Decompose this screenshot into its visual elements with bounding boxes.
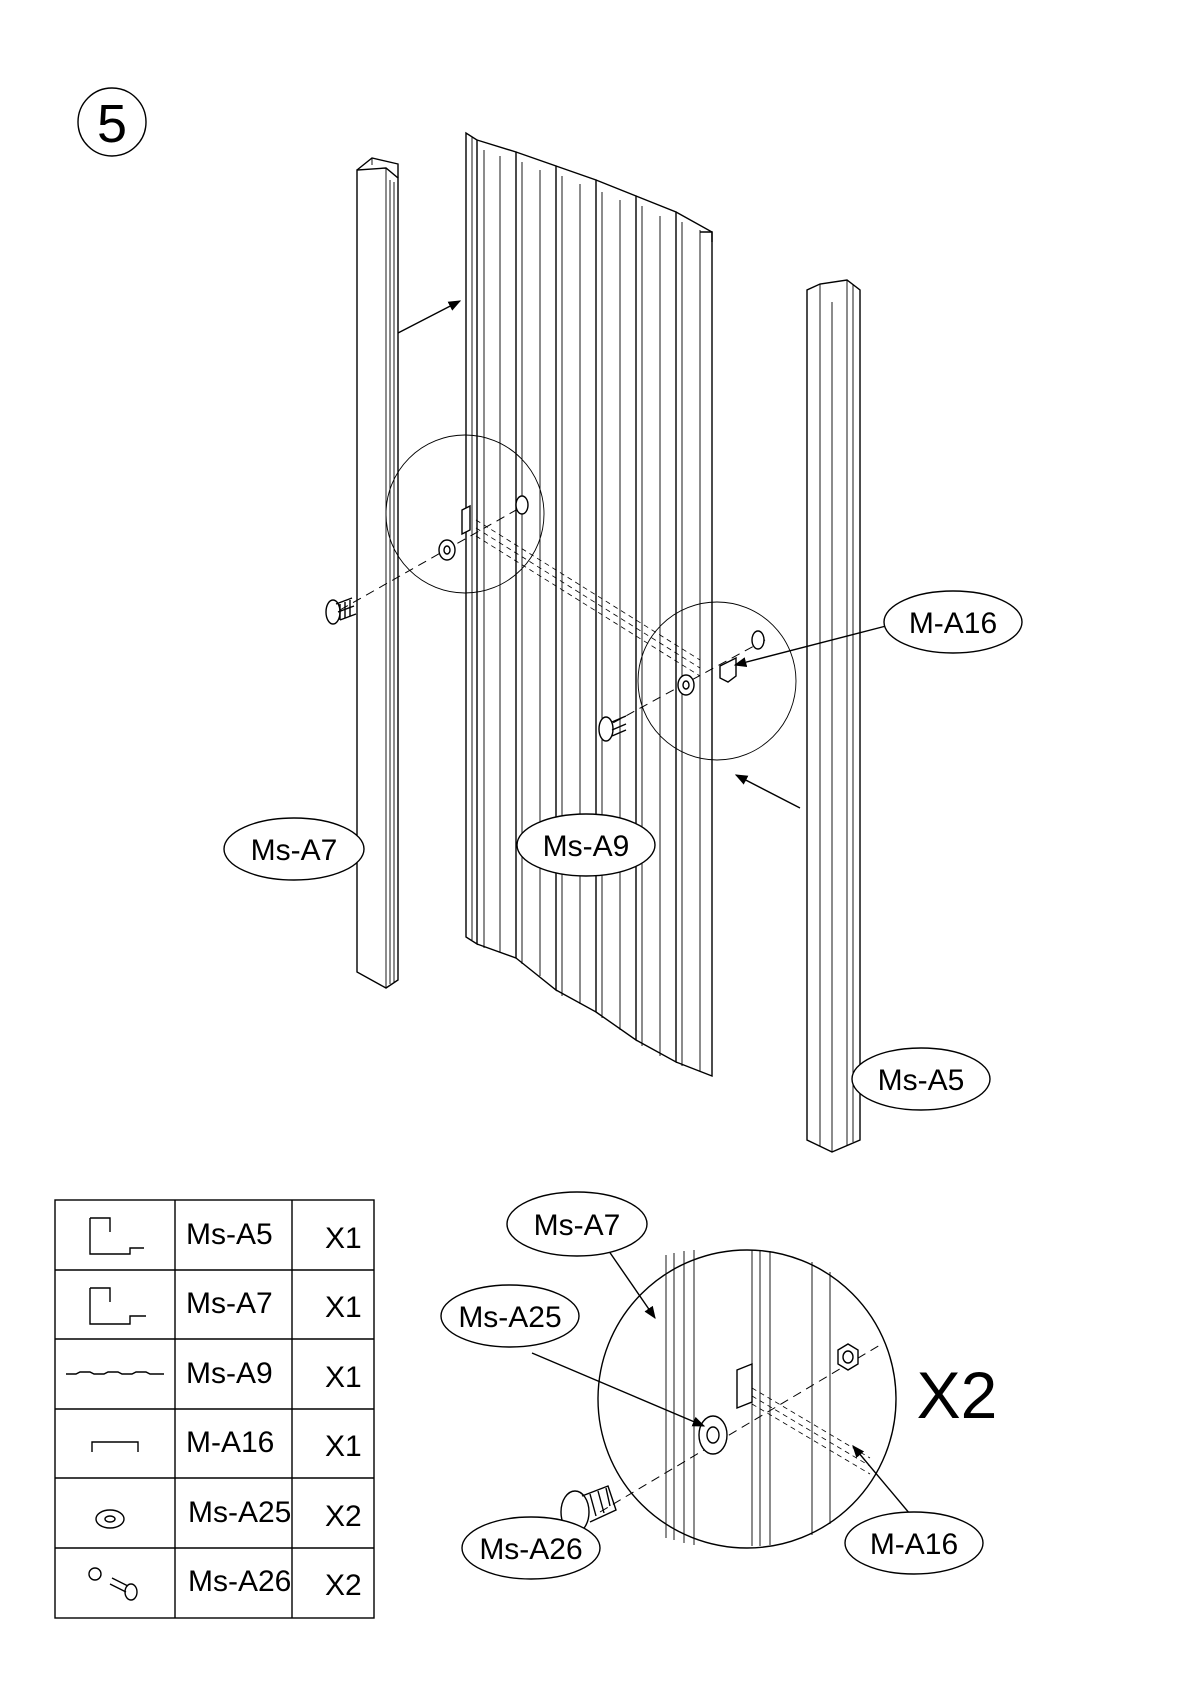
callout-label: Ms-A5: [878, 1064, 965, 1097]
part-qty: X1: [325, 1222, 362, 1255]
callout-ms-a5: Ms-A5: [852, 1048, 990, 1110]
callout-label: Ms-A25: [458, 1301, 561, 1334]
part-label: Ms-A26: [188, 1565, 291, 1598]
part-qty: X2: [325, 1569, 362, 1602]
part-qty: X1: [325, 1291, 362, 1324]
bolt-icon: [599, 716, 626, 741]
center-panel: [466, 133, 712, 1076]
callout-label: M-A16: [909, 607, 997, 640]
callout-m-a16: M-A16: [884, 591, 1022, 653]
step-number: 5: [97, 94, 127, 154]
bracket-profile-icon: [92, 1442, 138, 1452]
detail-leader-ms-a25: [532, 1353, 704, 1426]
bolt-nut-icon: [89, 1568, 137, 1600]
part-label: Ms-A25: [188, 1496, 291, 1529]
part-qty: X1: [325, 1430, 362, 1463]
lower-fastener-group: [599, 602, 796, 760]
detail-view: [561, 1250, 896, 1548]
left-post: [357, 158, 398, 988]
channel-profile-icon: [90, 1288, 146, 1324]
part-qty: X1: [325, 1361, 362, 1394]
right-post: [807, 280, 860, 1152]
washer-icon: [96, 1510, 124, 1528]
callout-label: Ms-A7: [534, 1209, 621, 1242]
detail-callout-ms-a7: Ms-A7: [507, 1192, 647, 1256]
part-label: Ms-A7: [186, 1287, 273, 1320]
channel-profile-icon: [90, 1218, 144, 1254]
part-label: Ms-A5: [186, 1218, 273, 1251]
part-label: M-A16: [186, 1426, 274, 1459]
callout-ms-a7: Ms-A7: [224, 818, 364, 880]
insert-arrow-right: [736, 775, 800, 808]
callout-label: Ms-A7: [251, 834, 338, 867]
detail-callout-ms-a26: Ms-A26: [462, 1517, 600, 1579]
parts-table: Ms-A5 X1 Ms-A7 X1 Ms-A9 X1 M-A16 X1 Ms-A…: [55, 1200, 374, 1618]
part-qty: X2: [325, 1500, 362, 1533]
detail-callout-m-a16: M-A16: [845, 1512, 983, 1574]
callout-label: Ms-A9: [543, 830, 630, 863]
step-badge: 5: [78, 88, 146, 156]
insert-arrow-left: [398, 301, 460, 333]
callout-ms-a9: Ms-A9: [517, 814, 655, 876]
bolt-icon: [326, 598, 356, 624]
upper-fastener-group: [326, 435, 700, 676]
callout-label: Ms-A26: [479, 1533, 582, 1566]
callout-label: M-A16: [870, 1528, 958, 1561]
detail-callout-ms-a25: Ms-A25: [441, 1285, 579, 1347]
part-label: Ms-A9: [186, 1357, 273, 1390]
corrugated-panel-profile-icon: [66, 1372, 164, 1374]
detail-multiplier: X2: [917, 1358, 998, 1432]
